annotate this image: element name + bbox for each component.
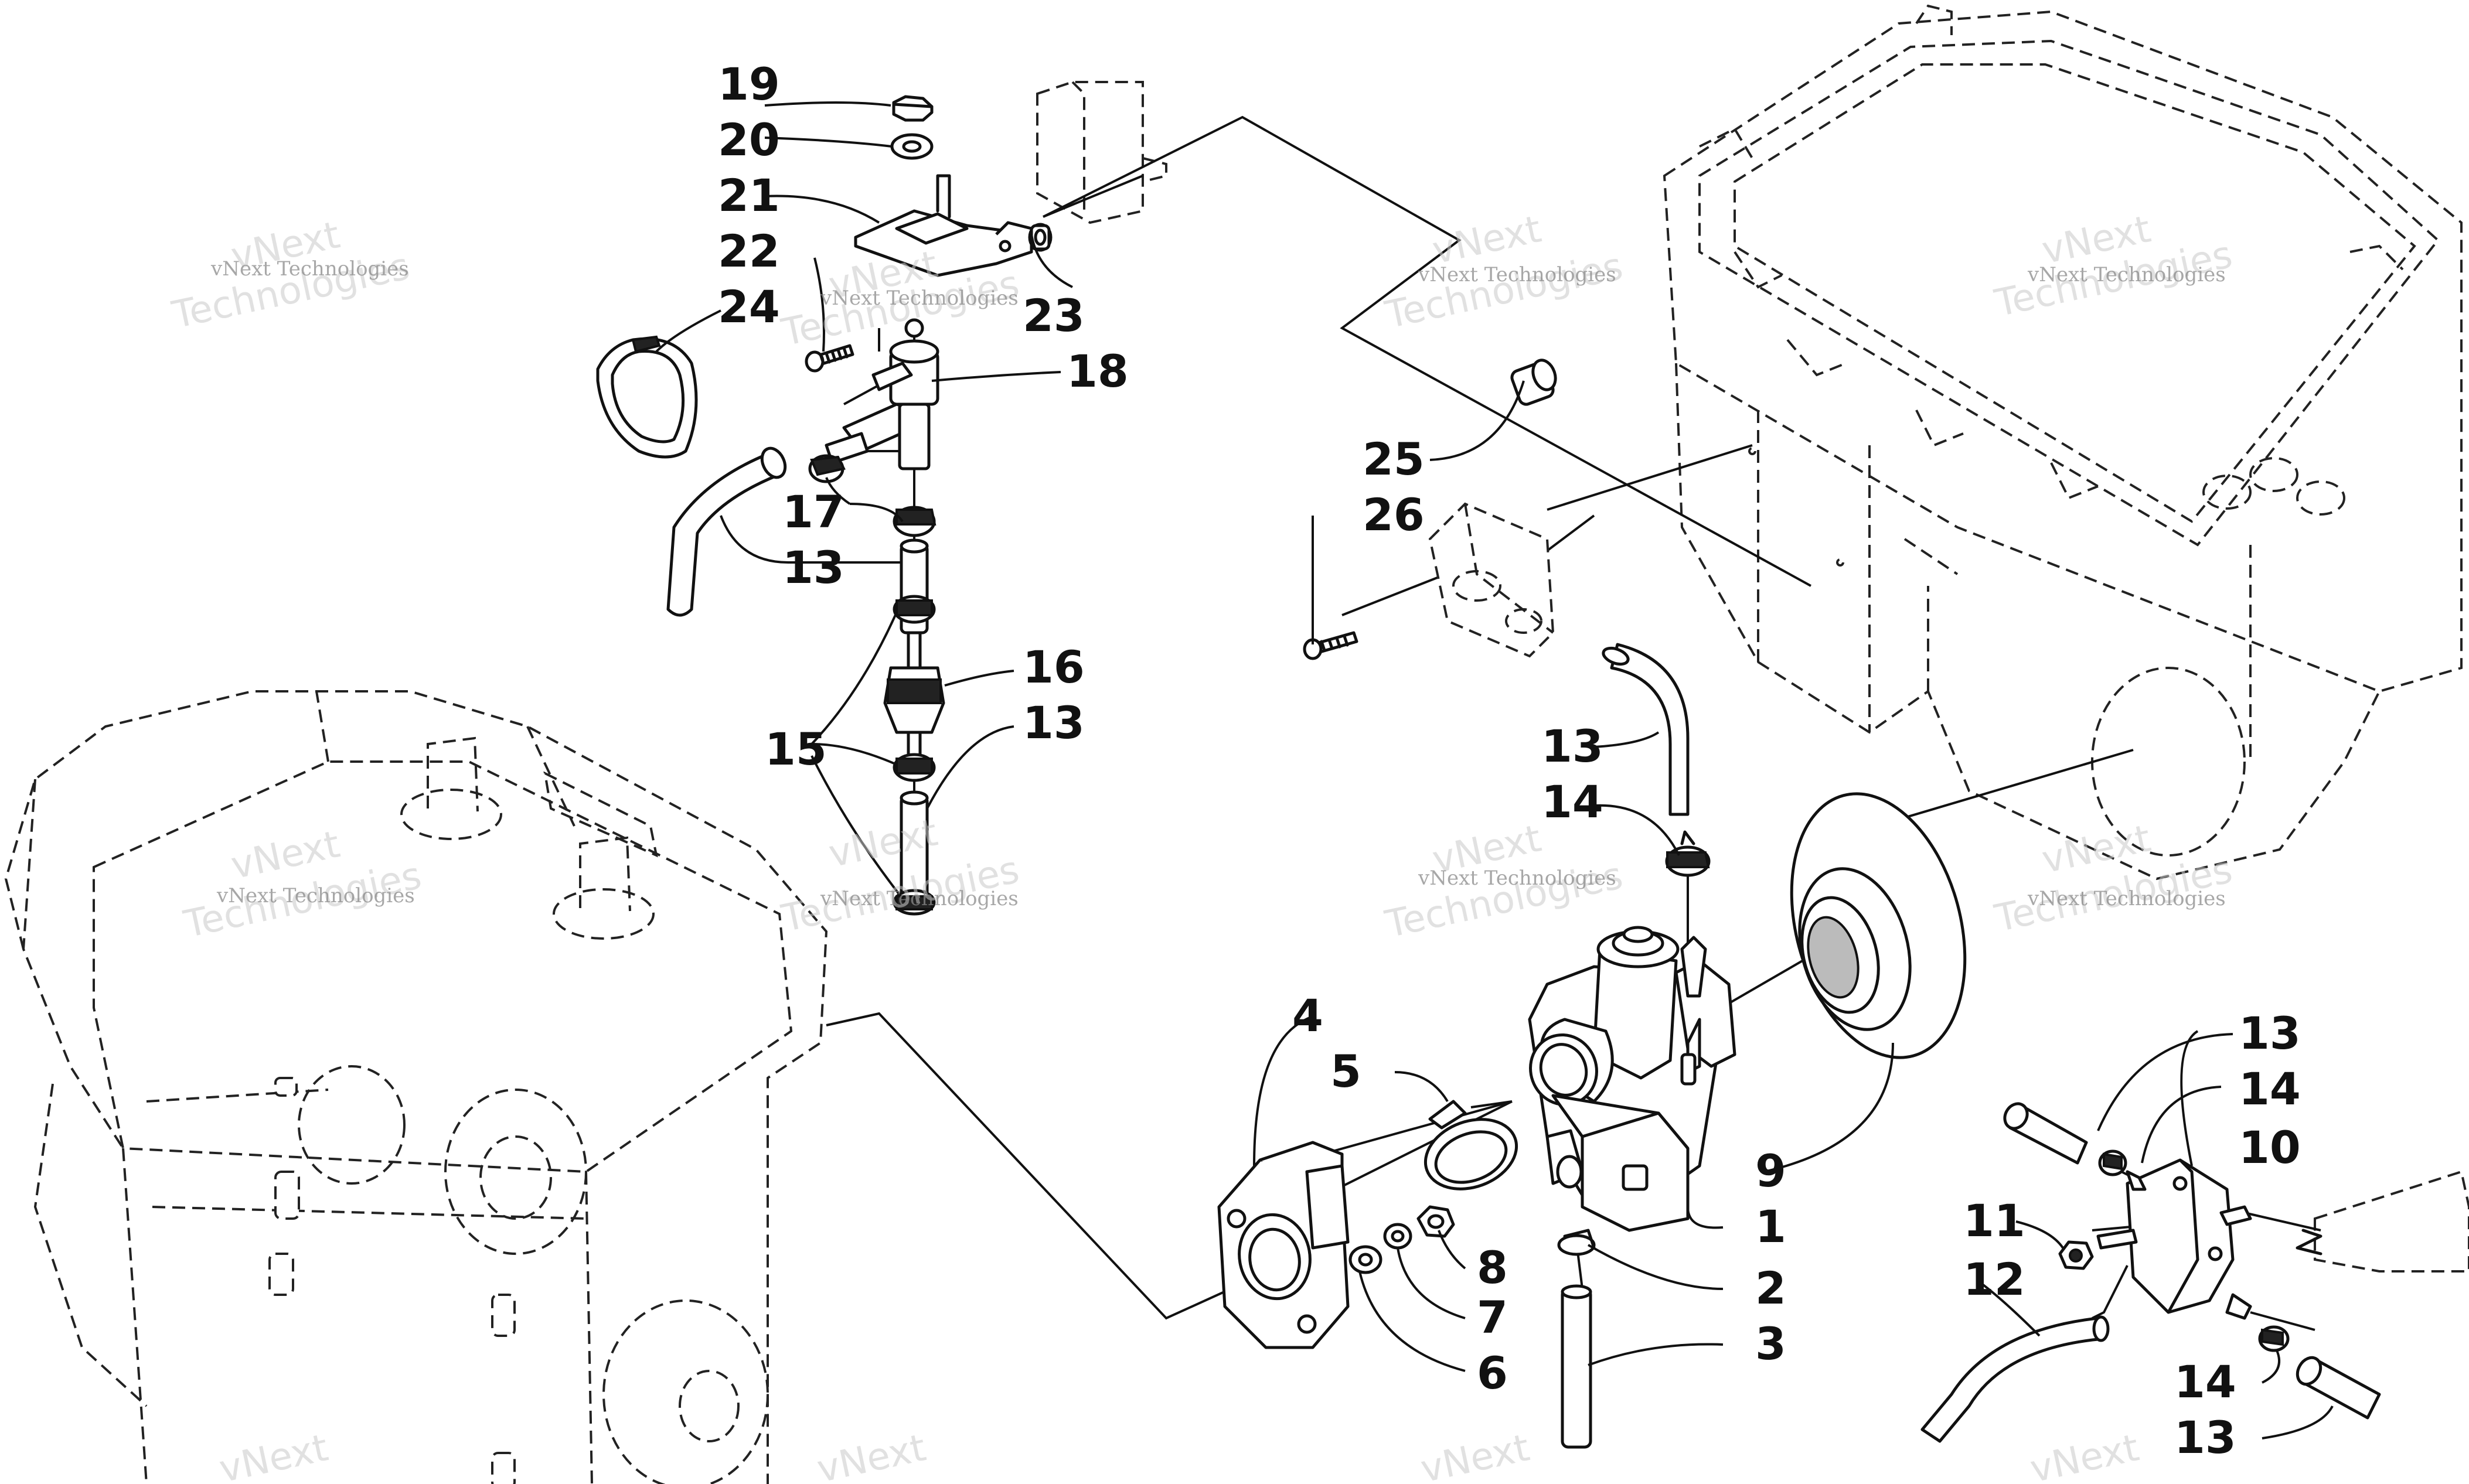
watermark-brand: vNext (2027, 1426, 2143, 1484)
callout-19: 19 (718, 58, 780, 110)
hose-13-pump-upper (2003, 1102, 2088, 1165)
callout-13: 13 (2239, 1007, 2301, 1059)
hose-clamp-bottom (893, 889, 936, 916)
hose-12 (1920, 1315, 2110, 1443)
callout-14: 14 (2174, 1356, 2236, 1408)
hose-clamp-17-lower (893, 506, 936, 537)
callout-23: 23 (1023, 289, 1085, 342)
nut-11 (2058, 1240, 2094, 1270)
watermark-brand: vNext (216, 1426, 332, 1484)
watermark-text: vNext Technologies (1418, 866, 1616, 890)
airbox-outline (1663, 4, 2463, 881)
mount-block (1428, 502, 1555, 658)
callout-25: 25 (1363, 433, 1425, 485)
intake-flange-4 (1217, 1141, 1350, 1349)
washer-6 (1348, 1245, 1382, 1274)
callout-21: 21 (718, 169, 780, 221)
callout-numbers: 19 20 21 22 24 23 18 17 13 16 15 13 25 2… (718, 58, 2301, 1463)
ecu-box-outline (1036, 81, 1167, 224)
callout-12: 12 (1963, 1253, 2025, 1305)
callout-10: 10 (2239, 1121, 2301, 1173)
lock-washer-7 (1383, 1223, 1412, 1250)
callout-13: 13 (1541, 720, 1603, 772)
watermark-text: vNext Technologies (216, 884, 415, 908)
callout-18: 18 (1067, 345, 1129, 397)
callout-4: 4 (1292, 990, 1323, 1042)
hose-13-pump-lower (2296, 1356, 2381, 1420)
washer-20 (890, 133, 934, 160)
leader-lines (655, 101, 2334, 1439)
spacer-25 (1510, 359, 1557, 406)
drain-hose-3 (1561, 1284, 1592, 1449)
hose-clamp-14-carb (1665, 830, 1711, 877)
screw-26 (1303, 631, 1358, 660)
fuel-pump-10 (2096, 1158, 2252, 1320)
clamp-5 (1423, 1100, 1518, 1190)
hose-clamp-14-pump-lower (2258, 1325, 2290, 1352)
hose-13-vertical-lower (900, 790, 929, 898)
callout-22: 22 (718, 225, 780, 277)
hose-clamp-15-upper (893, 595, 936, 624)
oil-pump-housing-outline (2296, 1170, 2469, 1273)
hose-13-carb-top (1602, 643, 1690, 816)
callout-5: 5 (1330, 1045, 1361, 1097)
watermark-brand: vNext (1417, 1426, 1533, 1484)
hose-13-upper-left (666, 446, 787, 617)
hose-clamp-15-lower (893, 753, 936, 782)
nut-8 (1416, 1205, 1455, 1238)
intake-boot-9 (1790, 792, 1967, 1059)
callout-24: 24 (718, 281, 780, 333)
watermark-brand: vNext (813, 1426, 929, 1484)
clamp-band-24 (596, 335, 698, 459)
engine-block-outline (4, 690, 828, 1484)
hose-clamp-14-pump-upper (2098, 1149, 2127, 1176)
callout-11: 11 (1963, 1195, 2025, 1247)
callout-14: 14 (2239, 1063, 2301, 1115)
fuel-filter-16 (883, 631, 945, 769)
callout-17: 17 (782, 486, 844, 538)
watermark-text: vNext Technologies (2027, 263, 2226, 286)
clip-2 (1557, 1229, 1596, 1256)
callout-26: 26 (1363, 489, 1425, 541)
callout-8: 8 (1477, 1241, 1508, 1294)
screw-22 (805, 344, 854, 373)
callout-13: 13 (782, 541, 844, 593)
callout-14: 14 (1541, 776, 1603, 828)
nut-19 (892, 95, 934, 122)
callout-20: 20 (718, 114, 780, 166)
bracket-21 (854, 174, 1033, 277)
fuel-valve-18 (825, 318, 939, 470)
grommet-23 (1028, 223, 1053, 252)
callout-1: 1 (1755, 1200, 1786, 1253)
callout-6: 6 (1477, 1347, 1508, 1399)
watermark-text: vNext Technologies (210, 257, 409, 281)
callout-9: 9 (1755, 1145, 1786, 1197)
callout-13: 13 (1023, 697, 1085, 749)
watermark-text: vNext Technologies (820, 887, 1019, 910)
carburetor-1 (1528, 926, 1736, 1232)
callout-2: 2 (1755, 1262, 1786, 1314)
watermark-text: vNext Technologies (1418, 263, 1616, 286)
watermark-text: vNext Technologies (820, 286, 1019, 310)
callout-16: 16 (1023, 641, 1085, 693)
callout-13: 13 (2174, 1411, 2236, 1463)
watermark-text: vNext Technologies (2027, 887, 2226, 910)
callout-3: 3 (1755, 1318, 1786, 1370)
callout-15: 15 (765, 723, 827, 775)
hose-clamp-17-upper (808, 454, 846, 483)
callout-7: 7 (1477, 1291, 1508, 1343)
